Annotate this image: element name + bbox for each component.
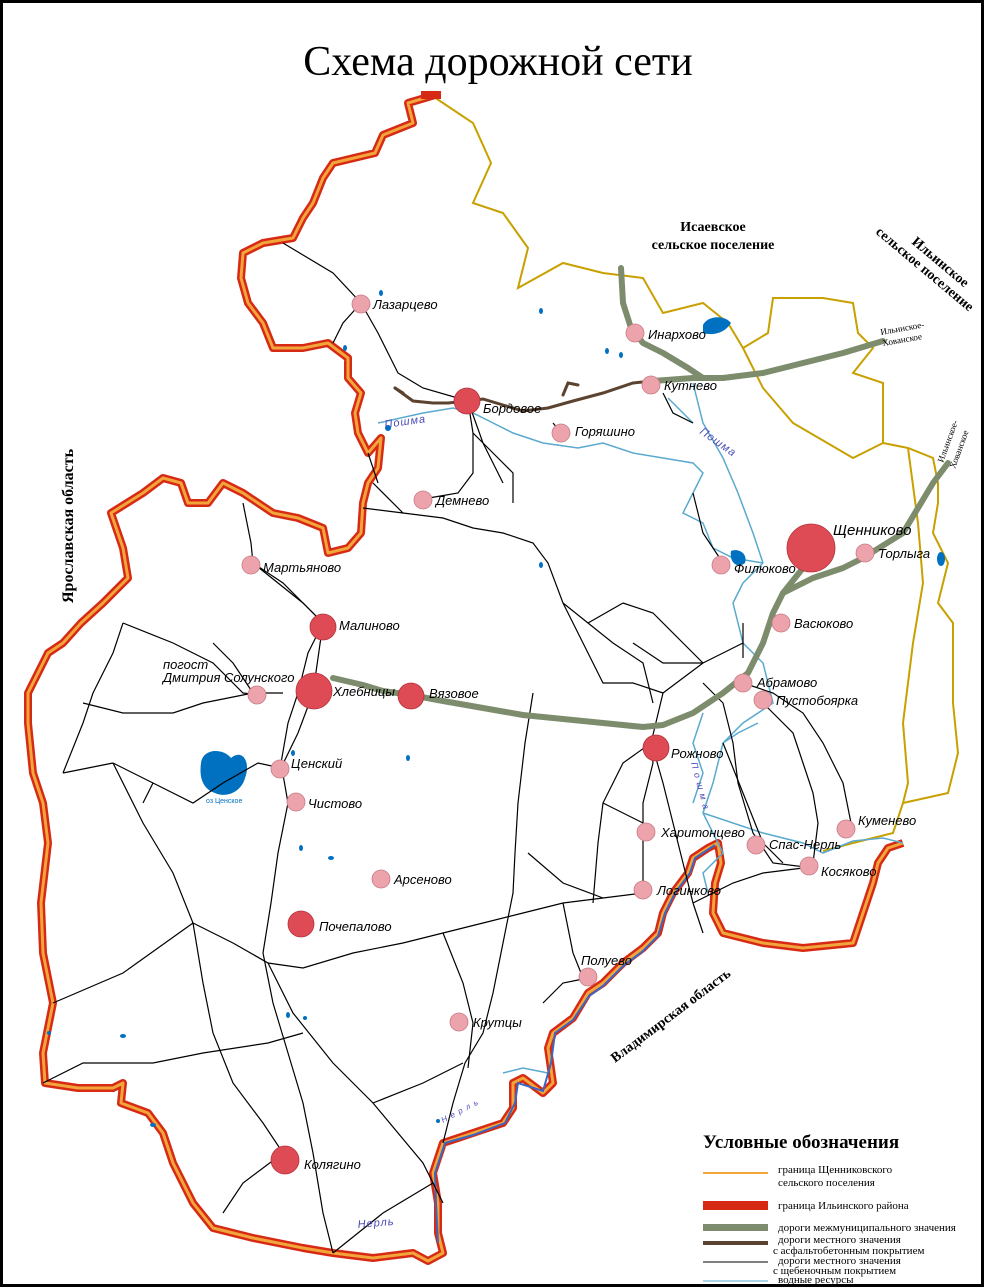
svg-text:Рожново: Рожново [671, 746, 724, 761]
village-loginkovo[interactable]: Логинково [633, 880, 721, 900]
villages: Лазарцево Инархово Кутнево Бордовое Горя… [161, 294, 930, 1175]
svg-text:Лазарцево: Лазарцево [372, 297, 438, 312]
svg-text:Почепалово: Почепалово [319, 919, 392, 934]
legend-item-6: водные ресурсы [778, 1274, 854, 1284]
svg-text:Мартьяново: Мартьяново [263, 560, 341, 575]
gravel-roads [42, 242, 852, 1254]
region-isaevskoe-1: Исаевское [680, 220, 746, 235]
village-spas-nerl[interactable]: Спас-Нерль [746, 835, 841, 855]
village-bordovoe[interactable]: Бордовое [453, 387, 541, 416]
svg-text:Логинково: Логинково [656, 883, 721, 898]
village-goryashino[interactable]: Горяшино [551, 423, 635, 443]
svg-text:Малиново: Малиново [339, 618, 400, 633]
svg-text:Чистово: Чистово [308, 796, 362, 811]
svg-text:Абрамово: Абрамово [756, 675, 817, 690]
svg-text:Кутнево: Кутнево [664, 378, 717, 393]
svg-text:Ценский: Ценский [291, 756, 342, 771]
legend-item-3: дороги межмуниципального значения [778, 1222, 956, 1234]
village-kolyagino[interactable]: Колягино [270, 1145, 361, 1175]
village-kosyakovo[interactable]: Косяково [799, 856, 876, 879]
village-torlyga[interactable]: Торлыга [855, 543, 930, 563]
svg-text:Васюково: Васюково [794, 616, 853, 631]
village-arsenovo[interactable]: Арсеново [371, 869, 452, 889]
region-isaevskoe-2: сельское поселение [652, 238, 775, 253]
legend-item-2: граница Ильинского района [778, 1200, 909, 1212]
river-label-nerl-1: Нерль [357, 1216, 395, 1231]
village-vyazovoe[interactable]: Вязовое [397, 682, 479, 710]
svg-text:Полуево: Полуево [581, 953, 632, 968]
svg-text:Крутцы: Крутцы [473, 1015, 522, 1030]
legend-item-5a: дороги местного значения [778, 1255, 901, 1267]
legend-swatch-asphalt [703, 1241, 768, 1245]
village-tsenskiy[interactable]: Ценский [270, 756, 342, 779]
village-demnevo[interactable]: Демнево [413, 490, 489, 510]
svg-text:Арсеново: Арсеново [393, 872, 452, 887]
village-kutnevo[interactable]: Кутнево [641, 375, 717, 395]
svg-text:Куменево: Куменево [858, 813, 916, 828]
legend-swatch-intermunicipal [703, 1224, 768, 1231]
village-kharitontsevo[interactable]: Харитонцево [636, 822, 745, 842]
lake-tsenskoe [200, 751, 248, 795]
svg-text:Пустобоярка: Пустобоярка [776, 693, 858, 708]
svg-text:Хлебницы: Хлебницы [332, 684, 395, 699]
village-poluevo[interactable]: Полуево [578, 953, 632, 987]
river-label-poshma-3: П о ш м а [689, 761, 711, 811]
svg-text:Колягино: Колягино [304, 1157, 361, 1172]
svg-text:Демнево: Демнево [434, 493, 489, 508]
village-chistovo[interactable]: Чистово [286, 792, 362, 812]
legend-item-4b: с асфальтобетонным покрытием [773, 1245, 924, 1257]
road-network-map: Схема дорожной сети [24, 39, 976, 1284]
svg-text:Инархово: Инархово [648, 327, 706, 342]
legend-item-4a: дороги местного значения [778, 1234, 901, 1246]
water-network [377, 382, 904, 1074]
legend-item-5b: с щебеночным покрытием [773, 1265, 896, 1277]
settlement-border [430, 94, 960, 852]
region-vladimir: Владимирская область [608, 966, 734, 1066]
village-pochepalovo[interactable]: Почепалово [287, 910, 392, 938]
river-label-poshma-1: Пошма [384, 413, 427, 431]
svg-text:Щенниково: Щенниково [833, 522, 911, 539]
settlement-border-east [901, 447, 925, 804]
legend: Условные обозначения граница Щенниковско… [703, 1132, 956, 1284]
svg-text:Косяково: Косяково [821, 864, 876, 879]
svg-text:Филюково: Филюково [734, 561, 796, 576]
map-title: Схема дорожной сети [303, 39, 692, 85]
village-vasyukovo[interactable]: Васюково [771, 613, 853, 633]
village-filyukovo[interactable]: Филюково [711, 555, 796, 576]
legend-swatch-district-border [703, 1201, 768, 1210]
village-shchennikovo[interactable]: Щенниково [786, 522, 911, 573]
legend-title: Условные обозначения [703, 1132, 899, 1153]
nerl-river [433, 844, 716, 1244]
svg-text:Дмитрия Солунского: Дмитрия Солунского [161, 670, 295, 685]
village-rozhnovo[interactable]: Рожново [642, 734, 724, 762]
asphalt-roads [393, 379, 655, 413]
village-malinovo[interactable]: Малиново [309, 613, 400, 641]
village-krutsy[interactable]: Крутцы [449, 1012, 522, 1032]
svg-text:погост: погост [163, 657, 208, 672]
legend-item-1b: сельского поселения [778, 1177, 875, 1189]
svg-text:Бордовое: Бордовое [483, 401, 541, 416]
water-bodies [47, 290, 945, 1127]
svg-text:Спас-Нерль: Спас-Нерль [769, 837, 841, 852]
legend-item-1a: граница Щенниковского [778, 1164, 893, 1176]
village-martyanovo[interactable]: Мартьяново [241, 555, 341, 575]
village-pogost[interactable]: погост Дмитрия Солунского [161, 657, 295, 705]
village-inarkhovo[interactable]: Инархово [625, 323, 706, 343]
svg-text:Горяшино: Горяшино [575, 424, 635, 439]
village-kumenevo[interactable]: Куменево [836, 813, 916, 839]
lake-label: оз Ценское [206, 798, 242, 805]
river-label-poshma-2: Пошма [697, 426, 738, 460]
svg-text:Харитонцево: Харитонцево [660, 825, 745, 840]
settlement-border-inner [742, 347, 884, 460]
village-lazartsevo[interactable]: Лазарцево [351, 294, 438, 314]
region-yaroslavl: Ярославская область [60, 448, 77, 603]
village-pustoboyarka[interactable]: Пустобоярка [753, 690, 858, 710]
svg-text:Вязовое: Вязовое [429, 686, 479, 701]
village-khlebnitsy[interactable]: Хлебницы [295, 672, 395, 710]
svg-text:Торлыга: Торлыга [878, 546, 930, 561]
village-abramovo[interactable]: Абрамово [733, 673, 817, 693]
river-label-nerl-2: Н е р л ь [440, 1097, 481, 1124]
